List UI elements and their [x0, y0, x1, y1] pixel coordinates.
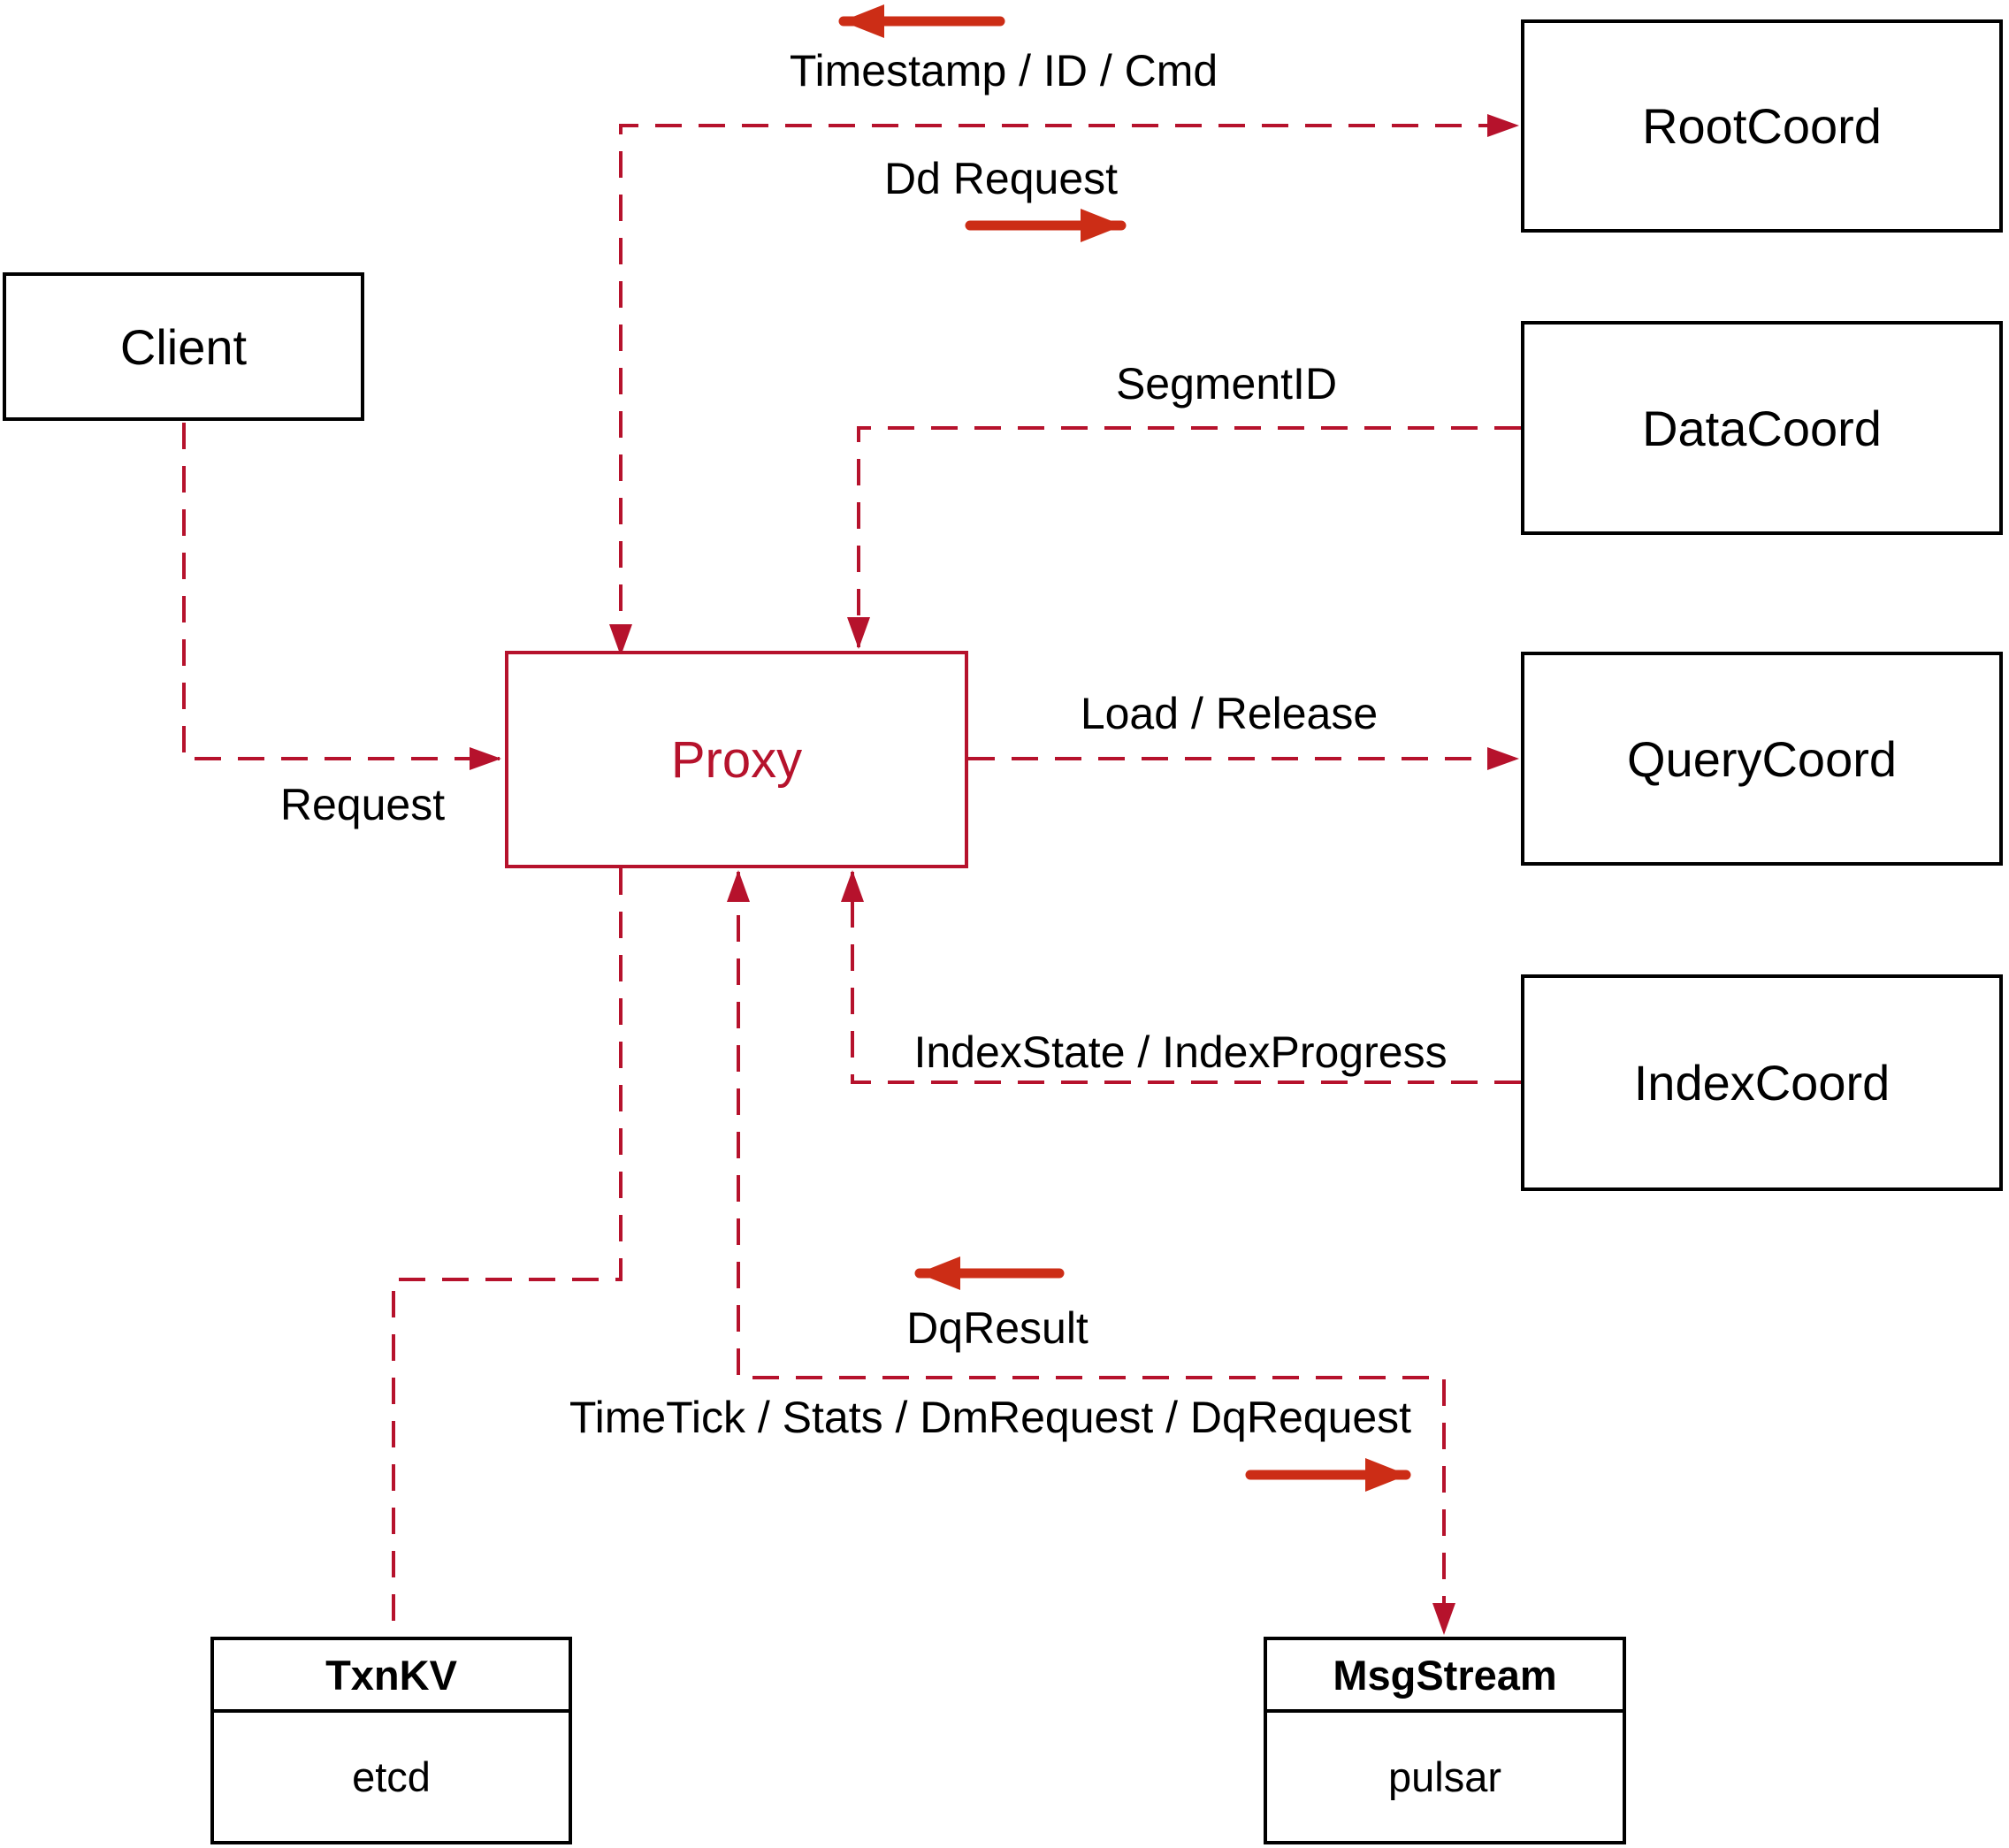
node-proxy-label: Proxy	[670, 730, 803, 789]
node-txnkv-title: TxnKV	[214, 1640, 569, 1713]
edge-label-segment-id: SegmentID	[1115, 359, 1338, 409]
node-rootcoord: RootCoord	[1521, 19, 2003, 233]
edge-label-timestamp-id-cmd: Timestamp / ID / Cmd	[789, 46, 1218, 95]
node-rootcoord-label: RootCoord	[1642, 98, 1882, 154]
edge-label-index-state-progress: IndexState / IndexProgress	[913, 1027, 1448, 1077]
node-txnkv: TxnKV etcd	[210, 1637, 572, 1844]
edge-client-proxy	[182, 423, 501, 770]
node-msgstream: MsgStream pulsar	[1264, 1637, 1626, 1844]
edge-proxy-rootcoord	[609, 114, 1519, 656]
node-datacoord-label: DataCoord	[1642, 400, 1882, 456]
node-txnkv-subtitle: etcd	[352, 1753, 431, 1800]
node-client-label: Client	[119, 318, 248, 375]
node-msgstream-title: MsgStream	[1267, 1640, 1623, 1713]
node-querycoord-label: QueryCoord	[1626, 730, 1898, 787]
node-indexcoord: IndexCoord	[1521, 974, 2003, 1191]
edge-label-request: Request	[279, 780, 446, 829]
edge-label-dd-request: Dd Request	[883, 154, 1119, 203]
node-msgstream-subtitle: pulsar	[1387, 1753, 1501, 1800]
edge-label-time-tick-stats: TimeTick / Stats / DmRequest / DqRequest	[569, 1393, 1412, 1442]
edge-datacoord-proxy	[847, 426, 1521, 649]
node-datacoord: DataCoord	[1521, 321, 2003, 535]
edge-proxy-txnkv	[392, 868, 623, 1635]
edge-label-dq-result: DqResult	[906, 1303, 1089, 1353]
edge-label-load-release: Load / Release	[1080, 689, 1379, 738]
node-proxy: Proxy	[505, 651, 968, 868]
node-querycoord: QueryCoord	[1521, 652, 2003, 866]
edge-proxy-msgstream	[727, 870, 1455, 1635]
node-indexcoord-label: IndexCoord	[1633, 1055, 1891, 1111]
node-client: Client	[3, 272, 364, 421]
